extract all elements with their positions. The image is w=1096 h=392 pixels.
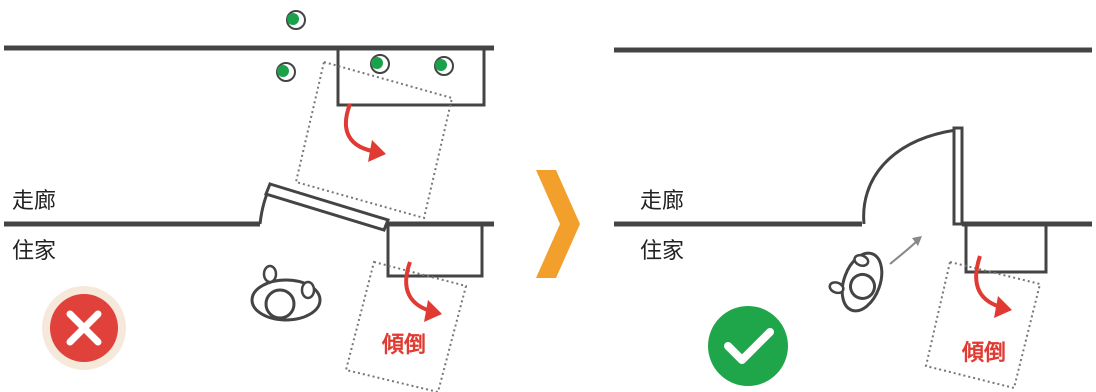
right-movement-arrowhead [912, 236, 922, 246]
right-panel: 走廊 住家 傾倒 [614, 47, 1092, 390]
left-residence-label: 住家 [12, 239, 56, 264]
right-tilt-label: 傾倒 [961, 341, 1006, 366]
left-tilt-label: 傾倒 [381, 333, 426, 358]
cross-badge-icon [42, 286, 126, 370]
person-dot-3 [370, 54, 390, 74]
right-movement-arrow [889, 239, 919, 265]
left-open-door [264, 182, 390, 232]
check-badge-icon [708, 306, 788, 386]
chevron-right-arrow-icon [536, 170, 580, 278]
right-residence-label: 住家 [640, 239, 684, 264]
person-dot-4 [434, 56, 454, 76]
left-panel: 走廊 住家 傾倒 [4, 10, 494, 392]
right-person-icon [828, 251, 884, 313]
right-door-panel [952, 126, 964, 226]
left-top-cabinet [336, 48, 486, 107]
left-falling-cabinet-outline-upper [294, 60, 454, 220]
person-dot-2 [276, 62, 296, 82]
left-fall-arrowhead-lower [424, 300, 442, 322]
right-corridor-label: 走廊 [640, 189, 684, 214]
left-fall-arrowhead-upper [368, 140, 386, 162]
left-corridor-label: 走廊 [12, 189, 56, 214]
person-dot-1 [286, 10, 306, 30]
left-falling-cabinet-outline-lower [344, 260, 468, 392]
right-door-swing-arc [862, 128, 957, 225]
right-bottom-cabinet [964, 226, 1048, 274]
left-bottom-cabinet [386, 224, 484, 278]
left-person-icon [250, 264, 322, 322]
right-fall-arrowhead [994, 296, 1012, 318]
right-falling-cabinet-outline [924, 260, 1042, 390]
